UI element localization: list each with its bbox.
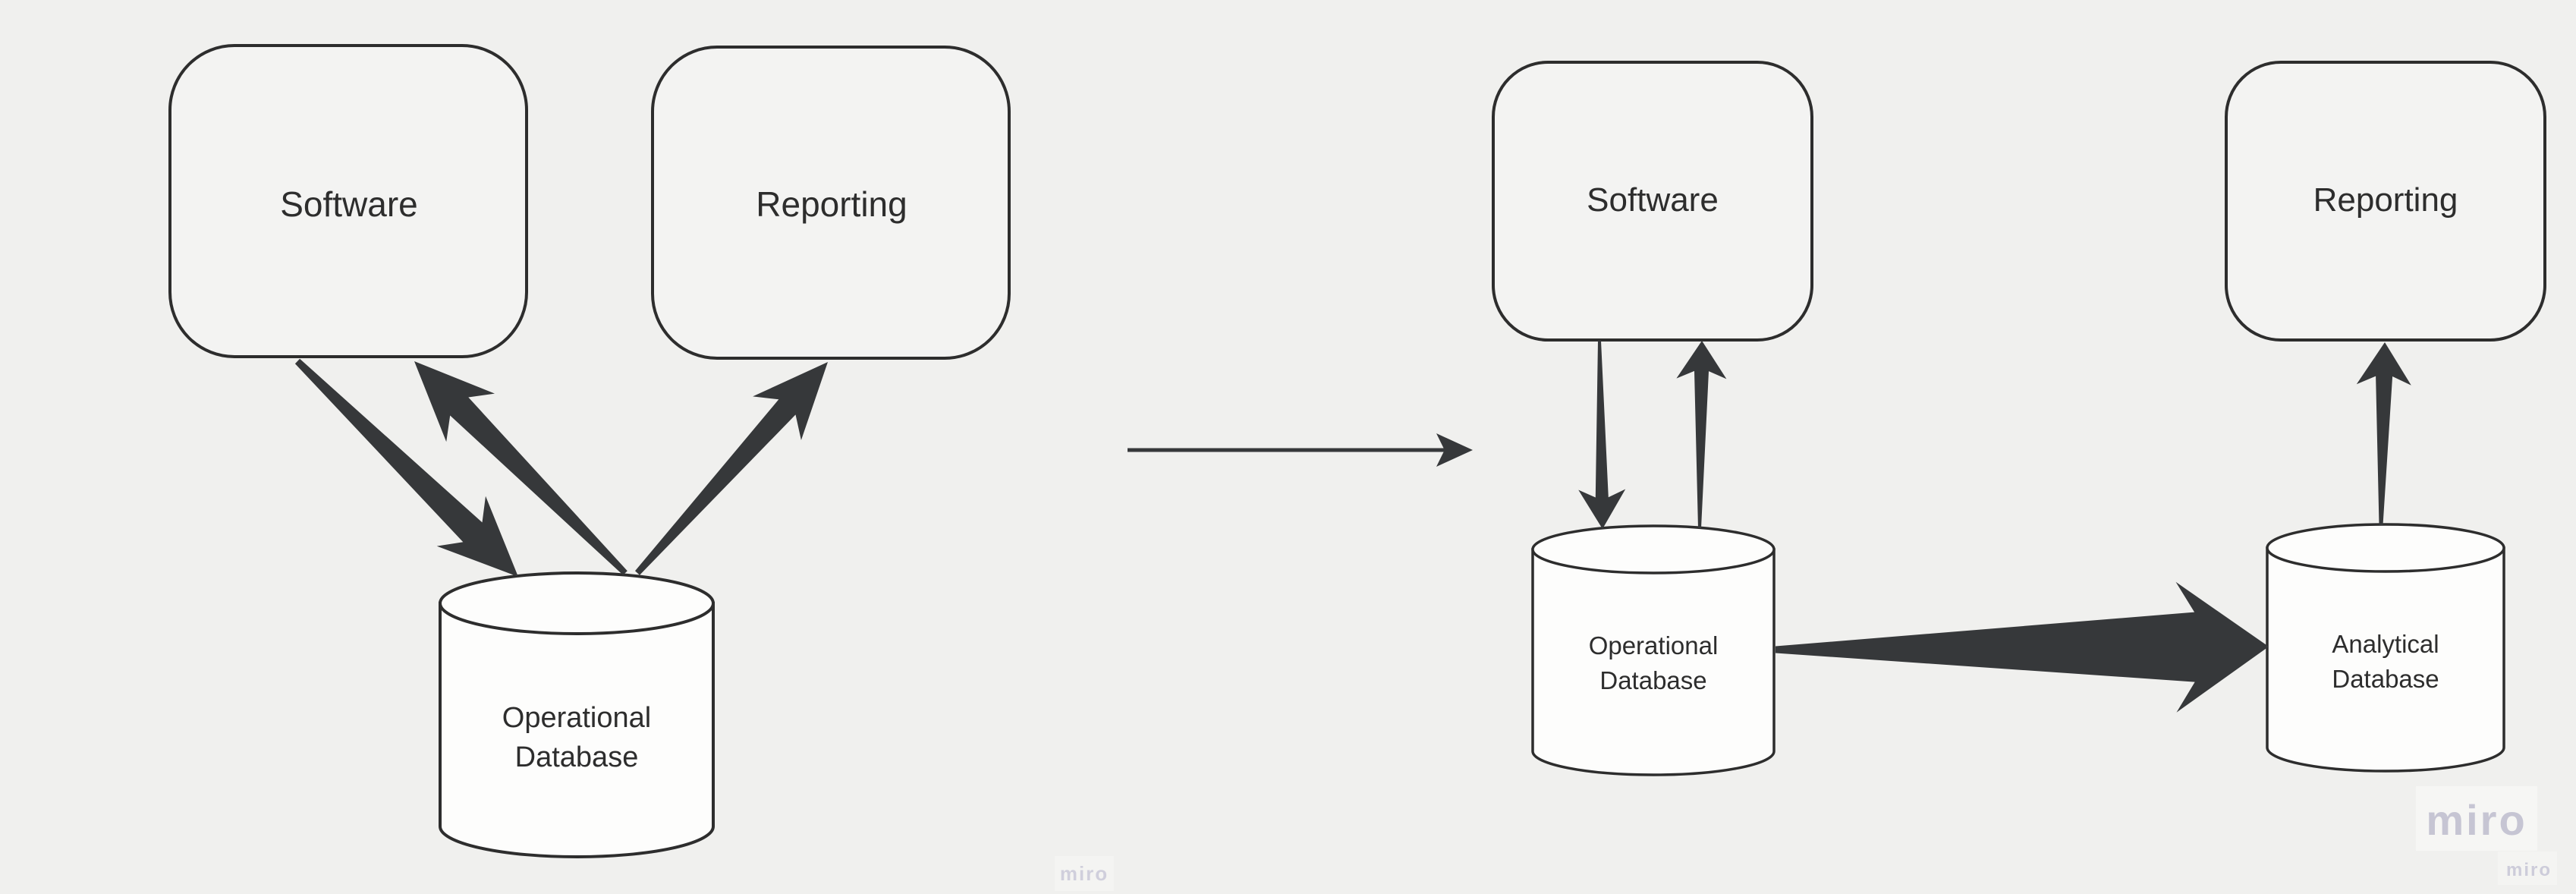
database-cylinder-body[interactable] — [439, 602, 715, 858]
after-operational-database-label-line1: Operational — [1589, 631, 1719, 659]
before-reporting-box[interactable] — [651, 46, 1011, 360]
after-reporting-box[interactable] — [2225, 61, 2546, 342]
miro-watermark-large: miro — [2416, 786, 2537, 851]
after-analytical-database-label-line1: Analytical — [2332, 630, 2439, 658]
before-operational-database-label-line1: Operational — [502, 702, 651, 734]
before-operational-database-cylinder[interactable]: Operational Database — [439, 571, 715, 858]
after-operational-database-cylinder[interactable]: Operational Database — [1531, 524, 1776, 776]
miro-logo: miro — [2426, 796, 2527, 844]
after-diagram: Software Reporting Operational Database … — [1492, 61, 2546, 776]
database-cylinder-body[interactable] — [1531, 548, 1776, 776]
before-software-label: Software — [280, 184, 418, 224]
arrow-operational-db-to-software[interactable] — [1676, 341, 1727, 528]
after-operational-database-label-line2: Database — [1599, 666, 1706, 694]
arrow-before-to-after[interactable] — [1128, 433, 1473, 467]
after-software-label: Software — [1587, 181, 1719, 219]
miro-logo: miro — [2506, 860, 2552, 880]
miro-watermark-center: miro — [1055, 856, 1114, 891]
arrow-operational-db-to-software[interactable] — [414, 361, 627, 575]
arrow-operational-db-to-analytical-db[interactable] — [1776, 581, 2269, 713]
arrow-analytical-db-to-reporting[interactable] — [2356, 342, 2411, 526]
miro-watermark-plate — [1055, 856, 1114, 891]
arrow-software-to-operational-db[interactable] — [1578, 341, 1626, 529]
arrow-software-to-operational-db[interactable] — [294, 358, 518, 577]
before-diagram: Software Reporting Operational Database — [168, 44, 1011, 858]
arrow-operational-db-to-reporting[interactable] — [635, 362, 828, 575]
before-software-box[interactable] — [168, 44, 528, 358]
miro-logo: miro — [1060, 862, 1109, 885]
miro-watermark-plate — [2498, 852, 2557, 885]
before-reporting-label: Reporting — [756, 184, 907, 224]
miro-watermark-plate — [2416, 786, 2537, 851]
database-cylinder-top[interactable] — [1531, 524, 1776, 574]
database-cylinder-body[interactable] — [2266, 546, 2505, 773]
after-analytical-database-label-line2: Database — [2332, 665, 2439, 693]
before-operational-database-label-line2: Database — [515, 741, 639, 773]
after-software-box[interactable] — [1492, 61, 1813, 342]
after-reporting-label: Reporting — [2313, 181, 2458, 219]
miro-watermark-small: miro — [2498, 852, 2557, 885]
database-cylinder-top[interactable] — [439, 571, 715, 635]
database-cylinder-top[interactable] — [2266, 523, 2505, 573]
after-analytical-database-cylinder[interactable]: Analytical Database — [2266, 523, 2505, 773]
